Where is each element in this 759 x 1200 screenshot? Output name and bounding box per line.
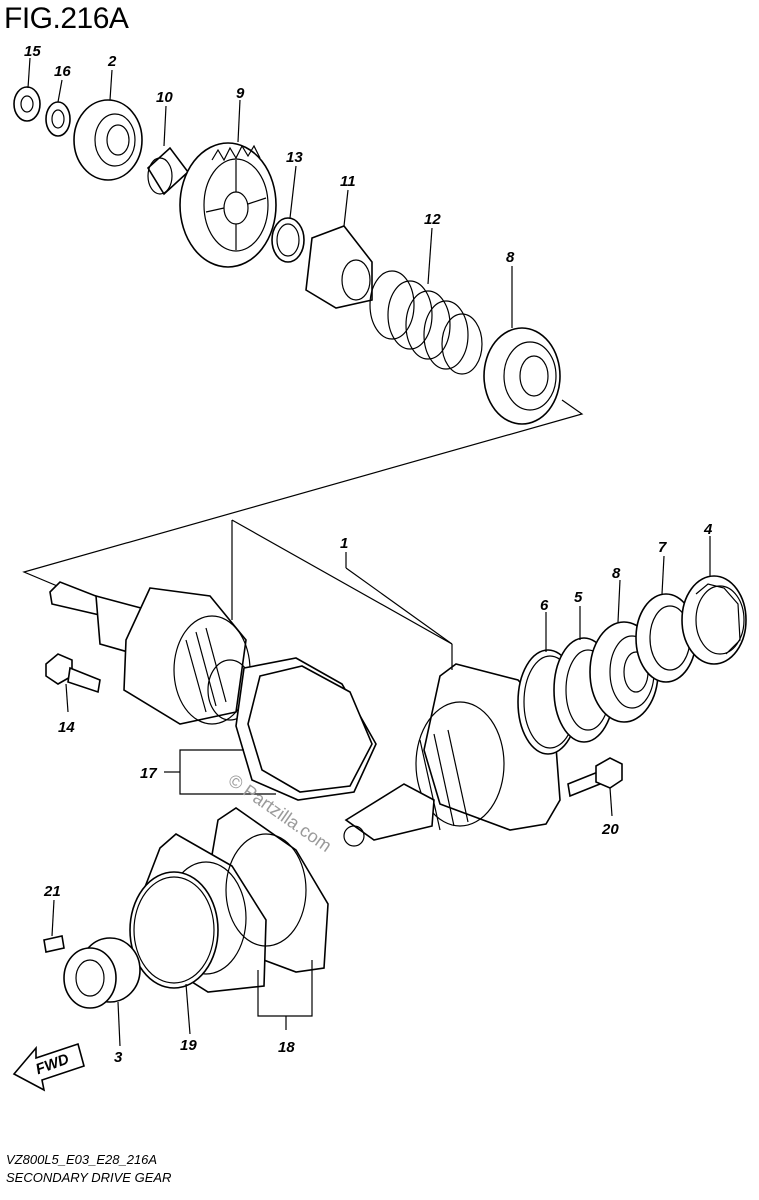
model-code: VZ800L5_E03_E28_216A (6, 1152, 158, 1167)
callout-2[interactable]: 2 (107, 53, 117, 70)
callout-21[interactable]: 21 (43, 883, 61, 900)
part-15-nut[interactable] (13, 86, 41, 122)
callout-11[interactable]: 11 (340, 173, 356, 190)
part-17-gasket[interactable] (235, 657, 377, 801)
part-8-bearing-upper[interactable] (483, 327, 561, 425)
callout-18[interactable]: 18 (278, 1039, 295, 1056)
part-4-nut[interactable] (681, 575, 747, 665)
part-13-circlip[interactable] (271, 217, 305, 263)
alignment-line (22, 399, 584, 589)
callout-10[interactable]: 10 (156, 89, 173, 106)
fwd-arrow-icon: FWD (12, 1042, 85, 1092)
part-7-oil-seal[interactable] (635, 593, 697, 683)
callout-labels: 15 16 2 10 9 13 11 12 8 1 4 7 8 5 6 14 1… (24, 43, 713, 1066)
callout-13[interactable]: 13 (286, 149, 303, 166)
part-1-driven-gear-assembly[interactable] (49, 581, 253, 725)
part-21-pin[interactable] (43, 935, 65, 953)
callout-5[interactable]: 5 (574, 589, 583, 606)
part-2-bearing[interactable] (73, 99, 143, 181)
callout-20[interactable]: 20 (601, 821, 619, 838)
part-14-bolt[interactable] (45, 653, 101, 694)
callout-8-upper[interactable]: 8 (506, 249, 515, 266)
diagram-title: SECONDARY DRIVE GEAR (6, 1170, 172, 1185)
part-19-o-ring[interactable] (129, 871, 219, 989)
callout-17[interactable]: 17 (140, 765, 157, 782)
part-20-bolt[interactable] (567, 757, 623, 798)
callout-19[interactable]: 19 (180, 1037, 197, 1054)
part-12-spring[interactable] (369, 270, 483, 375)
part-11-cam[interactable] (305, 225, 373, 309)
part-3-needle-bearing[interactable] (63, 937, 141, 1009)
callout-12[interactable]: 12 (424, 211, 441, 228)
callout-9[interactable]: 9 (236, 85, 245, 102)
callout-1[interactable]: 1 (340, 535, 348, 552)
part-9-gear[interactable] (179, 142, 277, 268)
leader-lines (27, 57, 711, 1047)
callout-4[interactable]: 4 (703, 521, 713, 538)
figure-title: FIG.216A (4, 2, 129, 35)
callout-14[interactable]: 14 (58, 719, 75, 736)
callout-15[interactable]: 15 (24, 43, 41, 60)
callout-7[interactable]: 7 (658, 539, 667, 556)
callout-8-lower[interactable]: 8 (612, 565, 621, 582)
callout-16[interactable]: 16 (54, 63, 71, 80)
part-16-washer[interactable] (45, 101, 71, 137)
callout-6[interactable]: 6 (540, 597, 549, 614)
callout-3[interactable]: 3 (114, 1049, 123, 1066)
